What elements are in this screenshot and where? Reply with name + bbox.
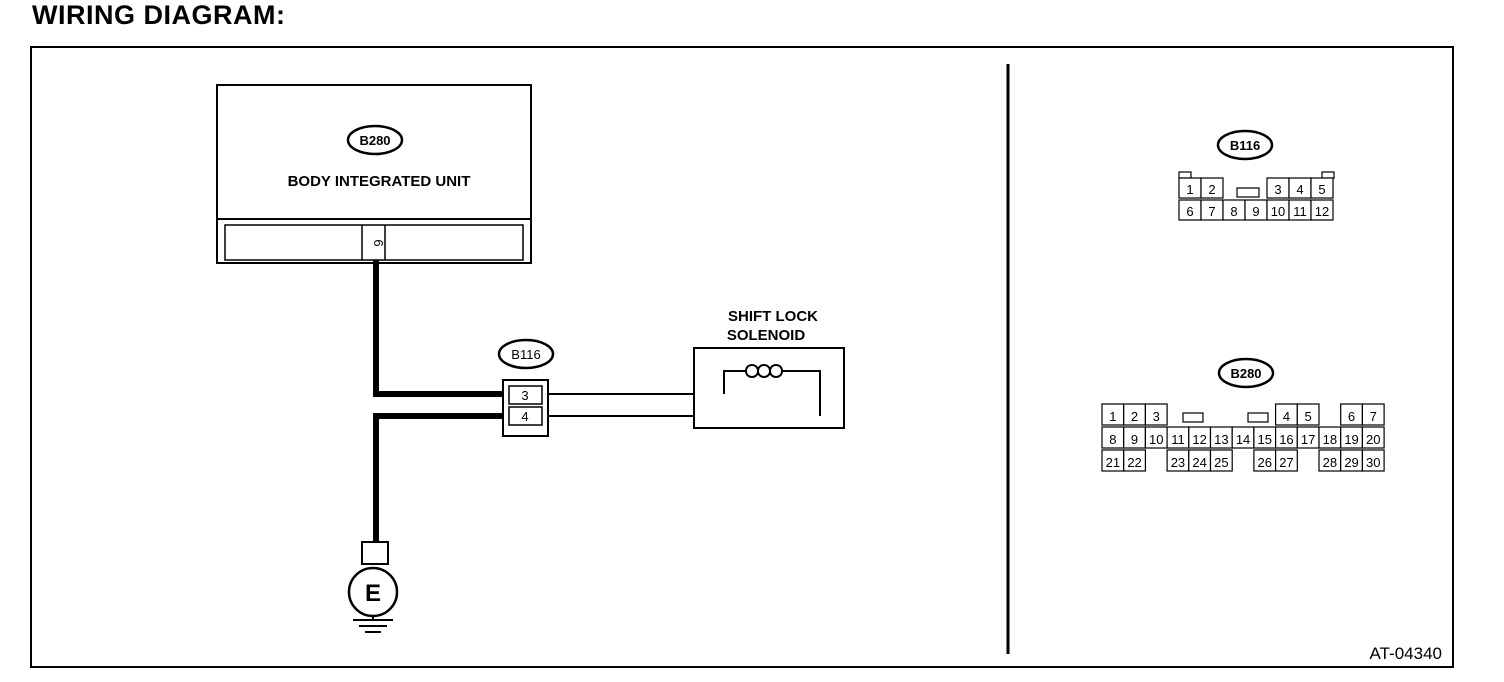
pin-number: 11 [1293, 204, 1307, 219]
pin-number: 10 [1271, 204, 1285, 219]
b116-harness-connector: B116 3 4 [497, 338, 555, 437]
pin-number: 7 [1370, 409, 1377, 424]
pin-number: 16 [1279, 432, 1293, 447]
bcm-pin-label: 6 [371, 239, 386, 246]
b116-badge-text: B116 [511, 347, 540, 362]
pin-number: 2 [1208, 182, 1215, 197]
body-integrated-unit: 6 B280 BODY INTEGRATED UNIT [216, 84, 532, 264]
pin-cell [1296, 403, 1320, 426]
pin-number: 9 [1252, 204, 1259, 219]
pin-number: 6 [1186, 204, 1193, 219]
pin-number: 21 [1106, 455, 1120, 470]
pin-number: 18 [1323, 432, 1337, 447]
pin-cell [1123, 449, 1146, 472]
solenoid-name-line2: SOLENOID [727, 327, 806, 344]
page-title: WIRING DIAGRAM: [32, 0, 286, 30]
ground-label: E [365, 580, 381, 607]
wire-pin6-to-pin3 [373, 260, 504, 397]
pin-number: 22 [1127, 455, 1141, 470]
pin-number: 1 [1109, 409, 1116, 424]
pin-cell [1361, 449, 1385, 472]
bcm-name: BODY INTEGRATED UNIT [288, 173, 471, 190]
pin-number: 25 [1214, 455, 1228, 470]
b280-view-badge [1217, 357, 1275, 389]
pin-number: 23 [1171, 455, 1185, 470]
pin-number: 5 [1318, 182, 1325, 197]
b116-connector-badge [497, 338, 555, 370]
solenoid-name-line1: SHIFT LOCK [728, 308, 818, 325]
b280-view-badge-text: B280 [1230, 366, 1261, 381]
b280-connector-badge [346, 124, 404, 156]
pin-number: 26 [1258, 455, 1272, 470]
solenoid-housing [693, 347, 845, 429]
pin-number: 12 [1192, 432, 1206, 447]
wiring-schematic: 6 B280 BODY INTEGRATED UNIT B116 3 4 SHI… [216, 64, 1385, 654]
b116-view-badge [1216, 129, 1274, 161]
ground-point: E [347, 541, 399, 633]
pin-number: 15 [1258, 432, 1272, 447]
b116-view-badge-text: B116 [1230, 138, 1260, 153]
pin-number: 1 [1186, 182, 1193, 197]
pin-number: 8 [1109, 432, 1116, 447]
pin-number: 20 [1366, 432, 1380, 447]
diagram-frame: 6 B280 BODY INTEGRATED UNIT B116 3 4 SHI… [30, 46, 1454, 668]
pin-number: 4 [1283, 409, 1290, 424]
wire-pin4-to-ground [373, 413, 504, 544]
pin-number: 5 [1305, 409, 1312, 424]
pin-number: 3 [1153, 409, 1160, 424]
figure-reference-code: AT-04340 [1369, 644, 1442, 663]
pin-number: 30 [1366, 455, 1380, 470]
pin-number: 7 [1208, 204, 1215, 219]
pin-number: 24 [1192, 455, 1206, 470]
pin-number: 4 [1296, 182, 1303, 197]
pin-number: 8 [1230, 204, 1237, 219]
pin-cell [1310, 199, 1334, 221]
b116-pin-4: 4 [521, 409, 528, 424]
pin-number: 28 [1323, 455, 1337, 470]
pin-number: 6 [1348, 409, 1355, 424]
pin-number: 13 [1214, 432, 1228, 447]
pin-cell [1274, 449, 1298, 472]
pin-number: 10 [1149, 432, 1163, 447]
pin-cell [1310, 177, 1334, 199]
b280-badge-text: B280 [359, 133, 390, 148]
pin-number: 17 [1301, 432, 1315, 447]
pin-number: 29 [1344, 455, 1358, 470]
pin-cell [1361, 426, 1385, 449]
pin-number: 14 [1236, 432, 1250, 447]
b116-pin-3: 3 [521, 388, 528, 403]
shift-lock-solenoid: SHIFT LOCK SOLENOID [693, 308, 845, 429]
pin-cell [1200, 177, 1224, 199]
pin-number: 11 [1171, 432, 1185, 447]
pin-cell [1361, 403, 1385, 426]
pin-cell [1209, 449, 1233, 472]
pin-number: 9 [1131, 432, 1138, 447]
pin-number: 27 [1279, 455, 1293, 470]
pin-number: 3 [1274, 182, 1281, 197]
pin-cell [1144, 403, 1168, 426]
pin-number: 2 [1131, 409, 1138, 424]
pin-number: 19 [1344, 432, 1358, 447]
pin-number: 12 [1315, 204, 1329, 219]
